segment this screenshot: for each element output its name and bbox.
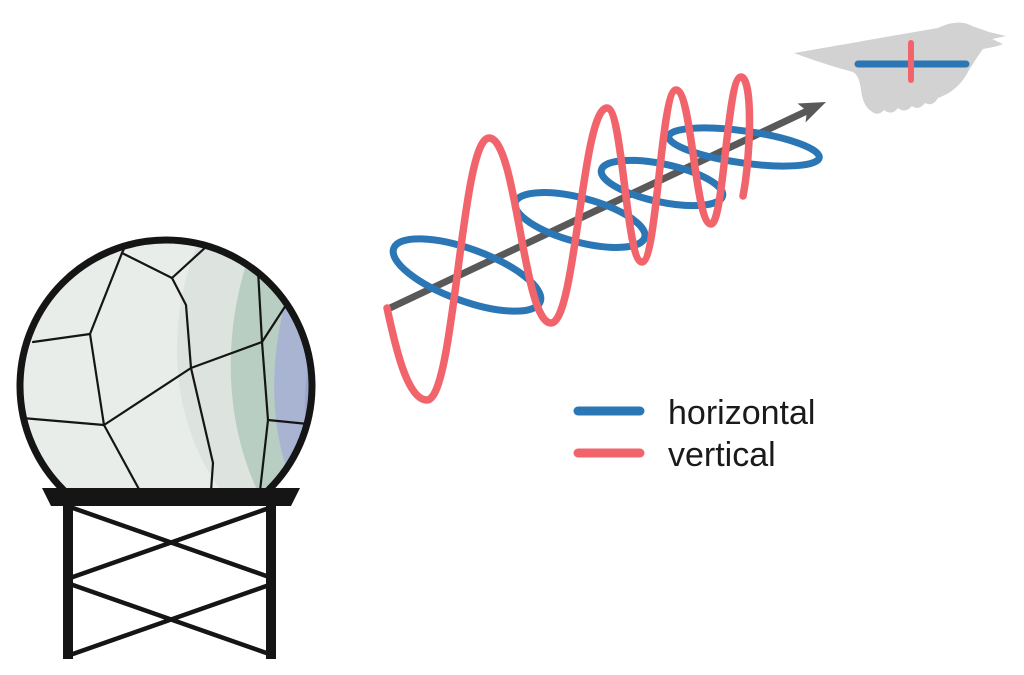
beam-arrow-head [797, 102, 826, 123]
legend-horizontal-label: horizontal [668, 394, 815, 432]
vertical-wave [383, 73, 754, 404]
horizontal-wave [389, 124, 823, 315]
radome-base-bar [42, 488, 300, 506]
bird-silhouette [794, 22, 1006, 114]
radar-beam [383, 73, 826, 404]
radome [16, 236, 316, 506]
radar-tower [63, 500, 276, 659]
legend-vertical-label: vertical [668, 436, 776, 474]
dome-shading [20, 240, 312, 495]
legend: horizontal vertical [573, 394, 815, 474]
tower-cross-braces [69, 504, 273, 658]
dome-outline [16, 236, 316, 494]
beam-arrow-shaft [386, 107, 811, 312]
bird-target [794, 22, 1006, 114]
tower-left-leg [63, 500, 73, 659]
dome-shade-band-4 [274, 292, 312, 482]
horizontal-wave-loop-1 [389, 235, 545, 315]
